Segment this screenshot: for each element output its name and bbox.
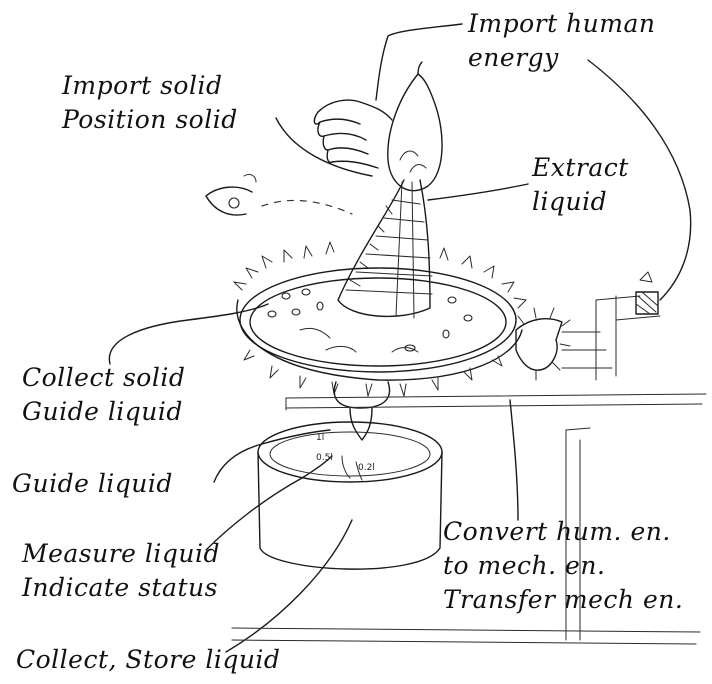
label-import-position-solid: Import solid Position solid xyxy=(61,71,238,134)
label-measure-indicate: Measure liquid Indicate status xyxy=(21,539,228,602)
label-extract-liquid: Extract liquid xyxy=(531,153,637,216)
juicer-plate xyxy=(234,242,526,440)
label-import-human-energy: Import human energy xyxy=(467,9,664,72)
reamer-cone xyxy=(338,180,432,318)
scale-mark-1l: 1l xyxy=(316,433,324,443)
scale-mark-0-2l: 0.2l xyxy=(358,463,375,473)
label-guide-liquid: Guide liquid xyxy=(12,469,173,498)
leader-convert xyxy=(510,400,518,520)
leader-measure xyxy=(206,456,332,550)
leader-human-energy xyxy=(376,24,462,100)
lemon-drawing xyxy=(388,62,442,191)
hand-drawing xyxy=(314,100,392,168)
label-collect-solid-guide-liquid: Collect solid Guide liquid xyxy=(22,363,194,426)
scale-mark-0-5l: 0.5l xyxy=(316,453,333,463)
leader-collect-solid xyxy=(109,304,268,364)
leader-extract xyxy=(428,184,528,200)
eye-icon xyxy=(206,174,352,215)
label-collect-store: Collect, Store liquid xyxy=(16,645,280,674)
leader-guide-liquid xyxy=(214,430,330,482)
label-convert-transfer: Convert hum. en. to mech. en. Transfer m… xyxy=(443,517,683,614)
leader-collect-store xyxy=(226,520,352,652)
collecting-jar: 1l 0.5l 0.2l xyxy=(258,422,442,569)
